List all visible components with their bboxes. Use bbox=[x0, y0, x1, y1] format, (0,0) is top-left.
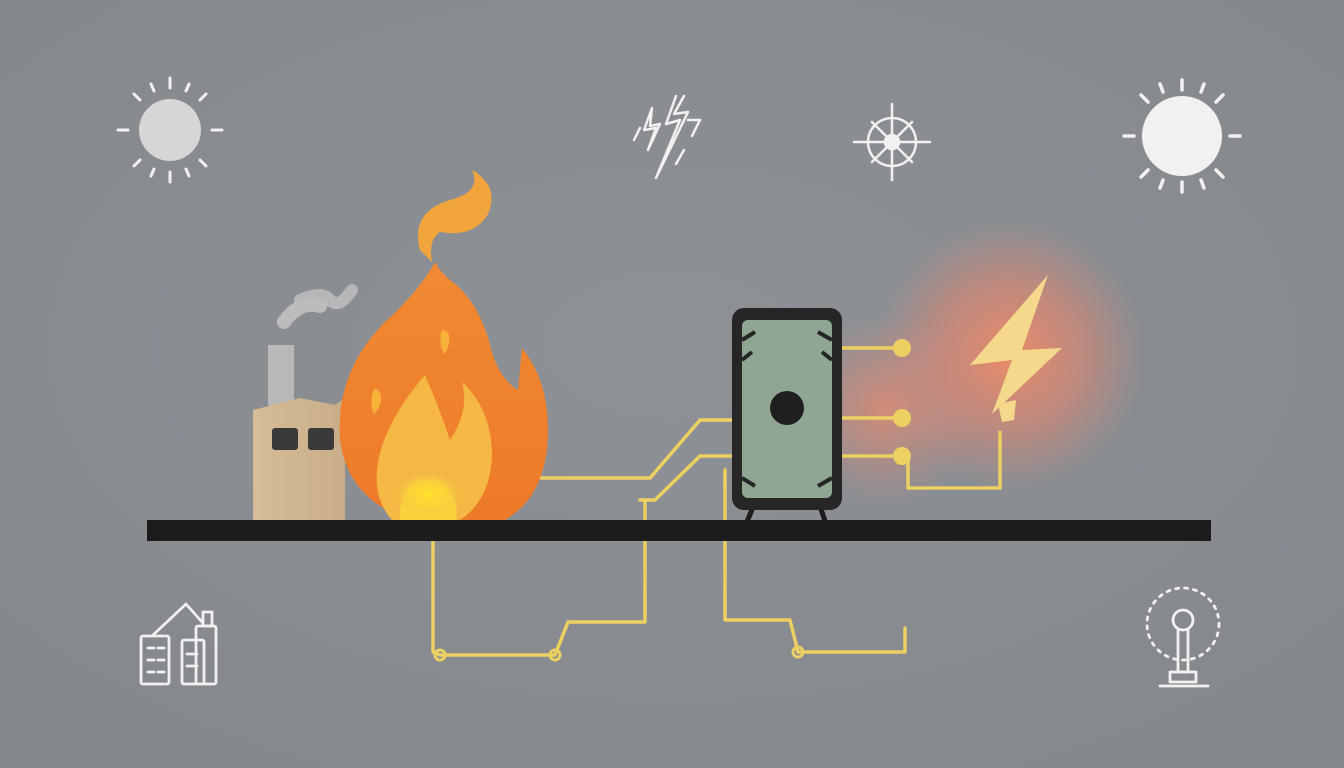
ground-line bbox=[147, 520, 1211, 541]
compass-wheel-icon bbox=[852, 102, 932, 182]
sun-icon bbox=[1122, 78, 1242, 194]
power-box-icon bbox=[732, 308, 842, 527]
wire-junctions bbox=[433, 645, 805, 662]
flame-icon bbox=[339, 170, 548, 520]
wire-nodes bbox=[893, 339, 911, 465]
sun-icon bbox=[116, 76, 224, 184]
factory-icon bbox=[253, 284, 358, 520]
lightning-icon bbox=[632, 94, 702, 180]
city-buildings-icon bbox=[139, 602, 218, 686]
lightning-bolt-icon bbox=[970, 275, 1062, 422]
power-wires bbox=[431, 346, 1002, 657]
joystick-icon bbox=[1145, 586, 1221, 688]
